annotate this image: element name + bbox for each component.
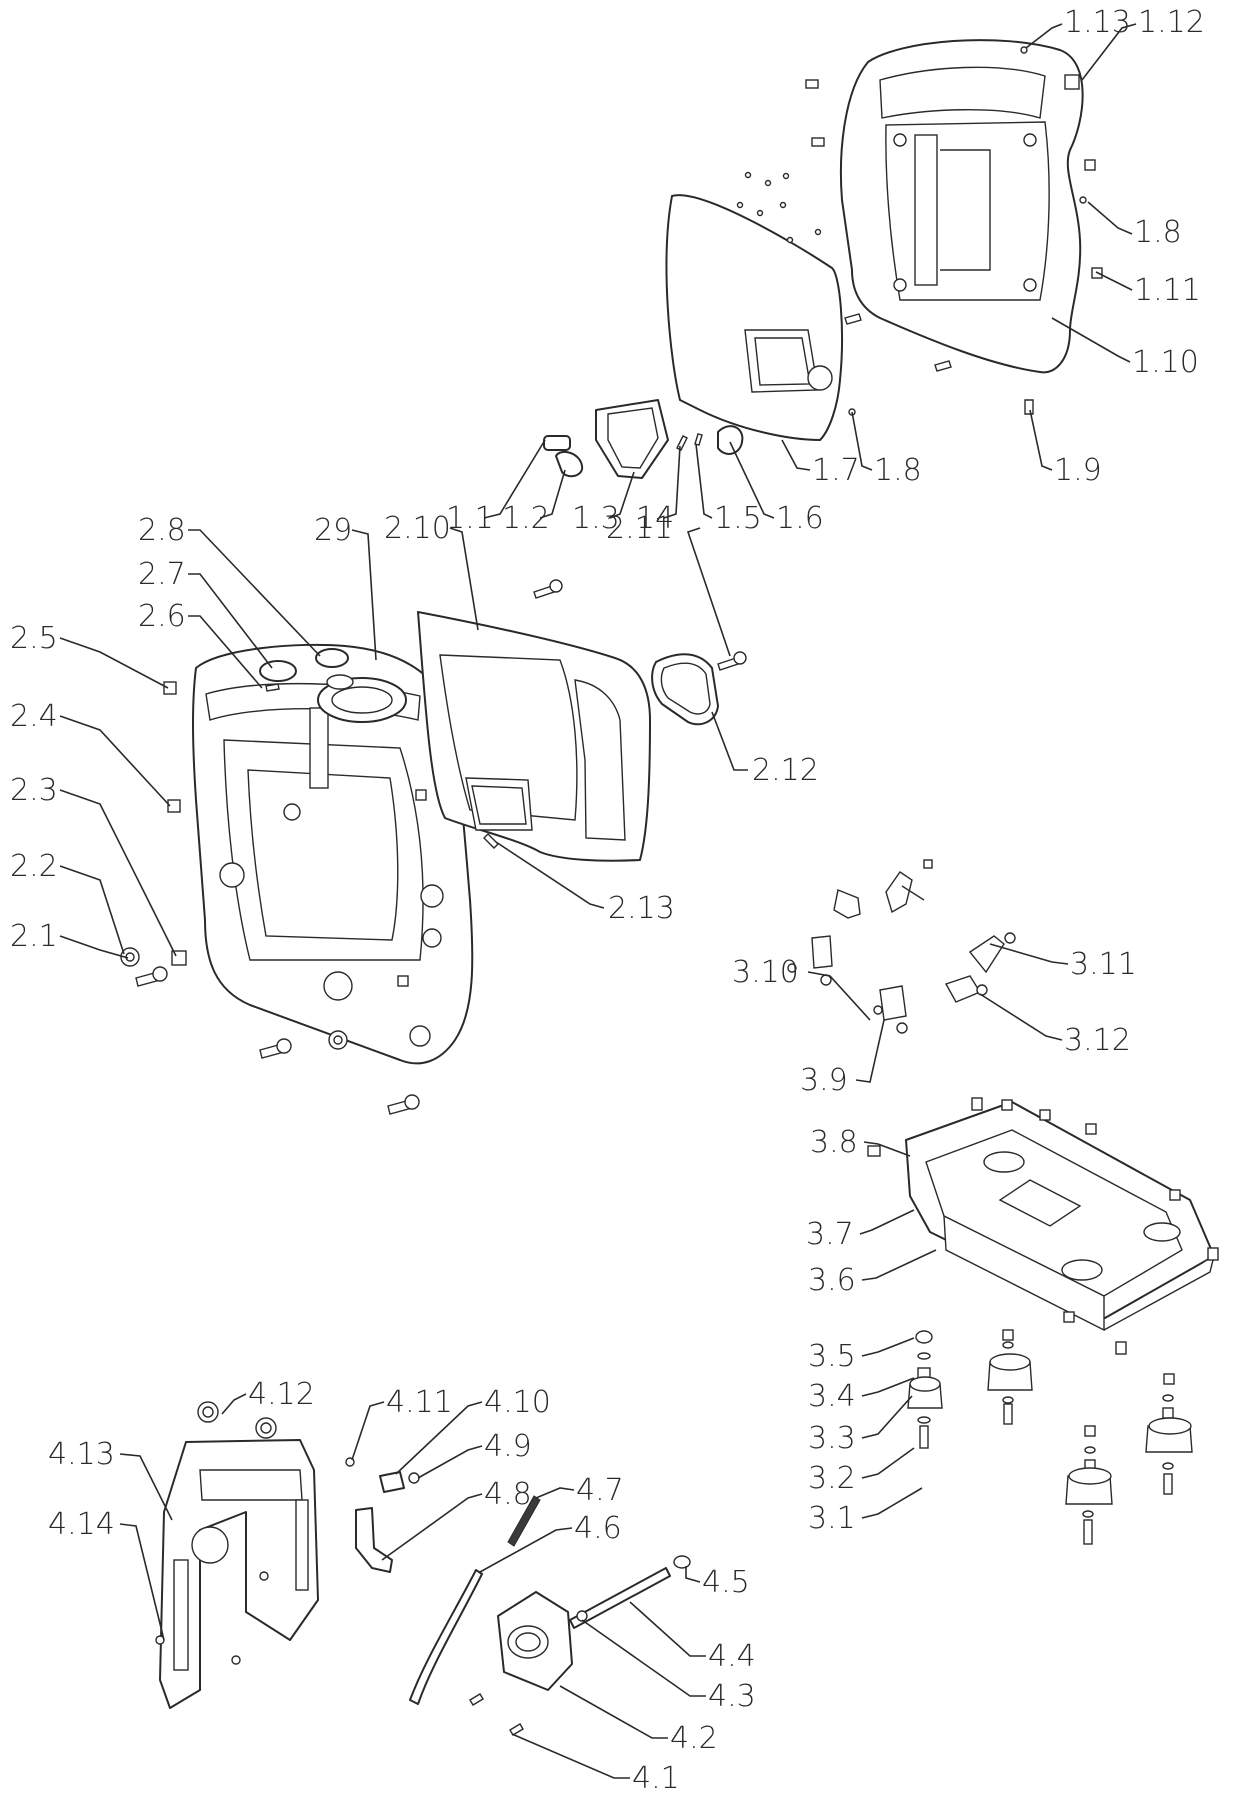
callout-4-5: 4.5 — [702, 1565, 750, 1600]
callout-3-8: 3.8 — [810, 1125, 858, 1160]
callout-29: 29 — [314, 513, 352, 548]
callout-4-12: 4.12 — [248, 1377, 315, 1412]
callout-14: 14 — [636, 501, 674, 536]
mount-feet-parts — [907, 1329, 1193, 1545]
callout-2-5: 2.5 — [10, 621, 58, 656]
callout-4-2: 4.2 — [670, 1721, 718, 1756]
callout-4-14: 4.14 — [48, 1507, 115, 1542]
callout-3-6: 3.6 — [808, 1263, 856, 1298]
group-2-rear-frame-assembly — [120, 579, 747, 1115]
callout-4-4: 4.4 — [708, 1639, 756, 1674]
callout-1-7: 1.7 — [812, 453, 860, 488]
callout-4-7: 4.7 — [576, 1473, 624, 1508]
callout-4-8: 4.8 — [484, 1477, 532, 1512]
callout-4-10: 4.10 — [484, 1385, 551, 1420]
callout-labels: 1.1 1.2 1.3 14 1.5 1.6 1.7 1.8 1.8 1.9 1… — [10, 5, 1205, 1796]
callout-2-11: 2.11 — [606, 511, 673, 546]
callout-1-12: 1.12 — [1138, 5, 1205, 40]
callout-3-12: 3.12 — [1064, 1023, 1131, 1058]
callout-3-9: 3.9 — [800, 1063, 848, 1098]
callout-4-9: 4.9 — [484, 1429, 532, 1464]
callout-4-11: 4.11 — [386, 1385, 453, 1420]
tube-part — [409, 1569, 483, 1705]
callout-1-10: 1.10 — [1132, 345, 1199, 380]
callout-2-7: 2.7 — [138, 557, 186, 592]
switch-part — [379, 1471, 405, 1493]
callout-4-6: 4.6 — [574, 1511, 622, 1546]
relay-bracket-parts — [787, 859, 1016, 1034]
callout-1-1: 1.1 — [446, 501, 494, 536]
disc-part — [259, 660, 297, 682]
callout-1-9: 1.9 — [1054, 453, 1102, 488]
callout-3-3: 3.3 — [808, 1421, 856, 1456]
main-bracket-part — [159, 1439, 319, 1709]
callout-3-11: 3.11 — [1070, 947, 1137, 982]
callout-2-2: 2.2 — [10, 849, 58, 884]
callout-3-5: 3.5 — [808, 1339, 856, 1374]
callout-2-8: 2.8 — [138, 513, 186, 548]
callout-1-11: 1.11 — [1134, 273, 1201, 308]
callout-2-10: 2.10 — [384, 511, 451, 546]
clip-part — [555, 450, 584, 478]
group-4-mount-bracket-assembly — [155, 1401, 691, 1736]
callout-1-8-upper: 1.8 — [1134, 215, 1182, 250]
rod-part — [569, 1567, 671, 1629]
group-1-front-panel-assembly — [543, 39, 1103, 479]
callout-3-10: 3.10 — [732, 955, 799, 990]
callout-1-3: 1.3 — [572, 501, 620, 536]
callout-4-1: 4.1 — [632, 1761, 680, 1796]
latch-part — [543, 435, 571, 451]
callout-2-1: 2.1 — [10, 919, 58, 954]
small-bracket-part — [355, 1507, 393, 1573]
callout-leaders — [59, 23, 1137, 1779]
knob-part — [717, 425, 744, 455]
callout-4-13: 4.13 — [48, 1437, 115, 1472]
callout-1-13: 1.13 — [1064, 5, 1131, 40]
callout-2-13: 2.13 — [608, 891, 675, 926]
callout-3-1: 3.1 — [808, 1501, 856, 1536]
callout-1-5: 1.5 — [714, 501, 762, 536]
callout-2-6: 2.6 — [138, 599, 186, 634]
callout-3-7: 3.7 — [806, 1217, 854, 1252]
callout-2-4: 2.4 — [10, 699, 58, 734]
callout-3-2: 3.2 — [808, 1461, 856, 1496]
spring-part — [507, 1495, 541, 1547]
callout-2-3: 2.3 — [10, 773, 58, 808]
callout-2-12: 2.12 — [752, 753, 819, 788]
callout-1-6: 1.6 — [776, 501, 824, 536]
callout-3-4: 3.4 — [808, 1379, 856, 1414]
callout-1-2: 1.2 — [502, 501, 550, 536]
callout-4-3: 4.3 — [708, 1679, 756, 1714]
callout-1-8-lower: 1.8 — [874, 453, 922, 488]
group-3-base-tray-assembly — [787, 859, 1219, 1545]
